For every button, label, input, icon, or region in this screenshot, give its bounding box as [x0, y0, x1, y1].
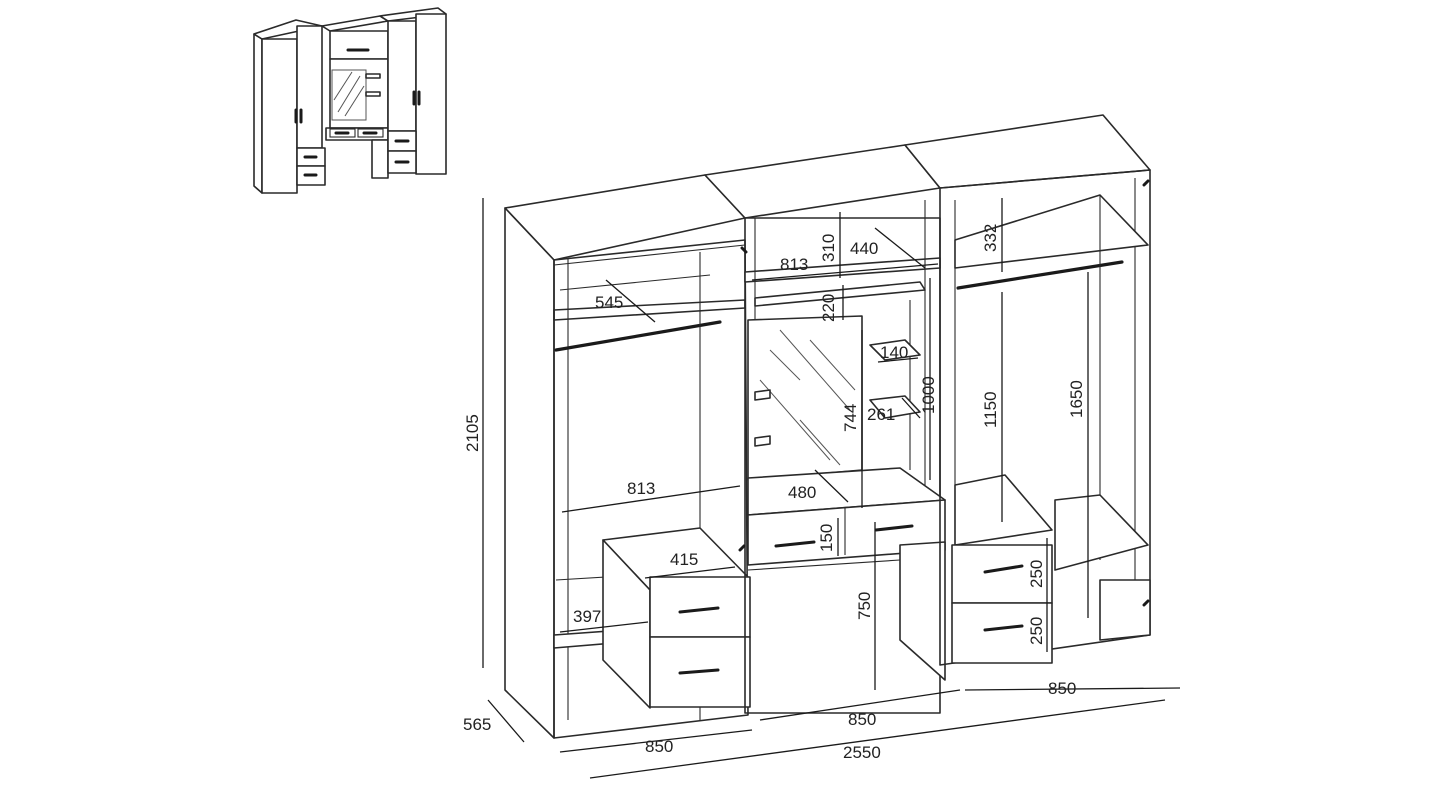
label-left-width: 850 [645, 737, 673, 756]
label-right-drawer-2: 250 [1027, 617, 1046, 645]
label-mid-small-shelf: 140 [880, 343, 908, 362]
label-mid-column-height: 1000 [919, 376, 938, 414]
label-mid-shelf-depth: 261 [867, 405, 895, 424]
label-total-width: 2550 [843, 743, 881, 762]
label-right-drawer-1: 250 [1027, 560, 1046, 588]
label-right-hang-short: 1150 [981, 391, 1000, 428]
label-total-height: 2105 [463, 414, 482, 452]
label-left-inner-width: 813 [627, 479, 655, 498]
label-right-hang-long: 1650 [1067, 380, 1086, 418]
label-mid-top-depth: 440 [850, 239, 878, 258]
label-left-low-shelf: 397 [573, 607, 601, 626]
label-mid-upper-gap: 220 [819, 294, 838, 322]
label-mid-top-width: 813 [780, 255, 808, 274]
label-depth: 565 [463, 715, 491, 734]
label-middle-width: 850 [848, 710, 876, 729]
label-left-shelf-depth: 545 [595, 293, 623, 312]
thumbnail-view [253, 7, 447, 194]
dimension-lines [482, 198, 1181, 779]
label-mid-mirror-height: 744 [841, 404, 860, 432]
label-mid-drawer-height: 150 [817, 524, 836, 552]
label-left-drawer-width: 415 [670, 550, 698, 569]
label-mid-top-height: 310 [819, 234, 838, 262]
label-right-width: 850 [1048, 679, 1076, 698]
dimension-labels: 2105 565 850 850 850 2550 545 813 415 39… [463, 224, 1086, 762]
label-mid-desk-height: 750 [855, 592, 874, 620]
label-right-top-height: 332 [981, 224, 1000, 252]
label-mid-desk-depth: 480 [788, 483, 816, 502]
main-view [504, 114, 1151, 739]
